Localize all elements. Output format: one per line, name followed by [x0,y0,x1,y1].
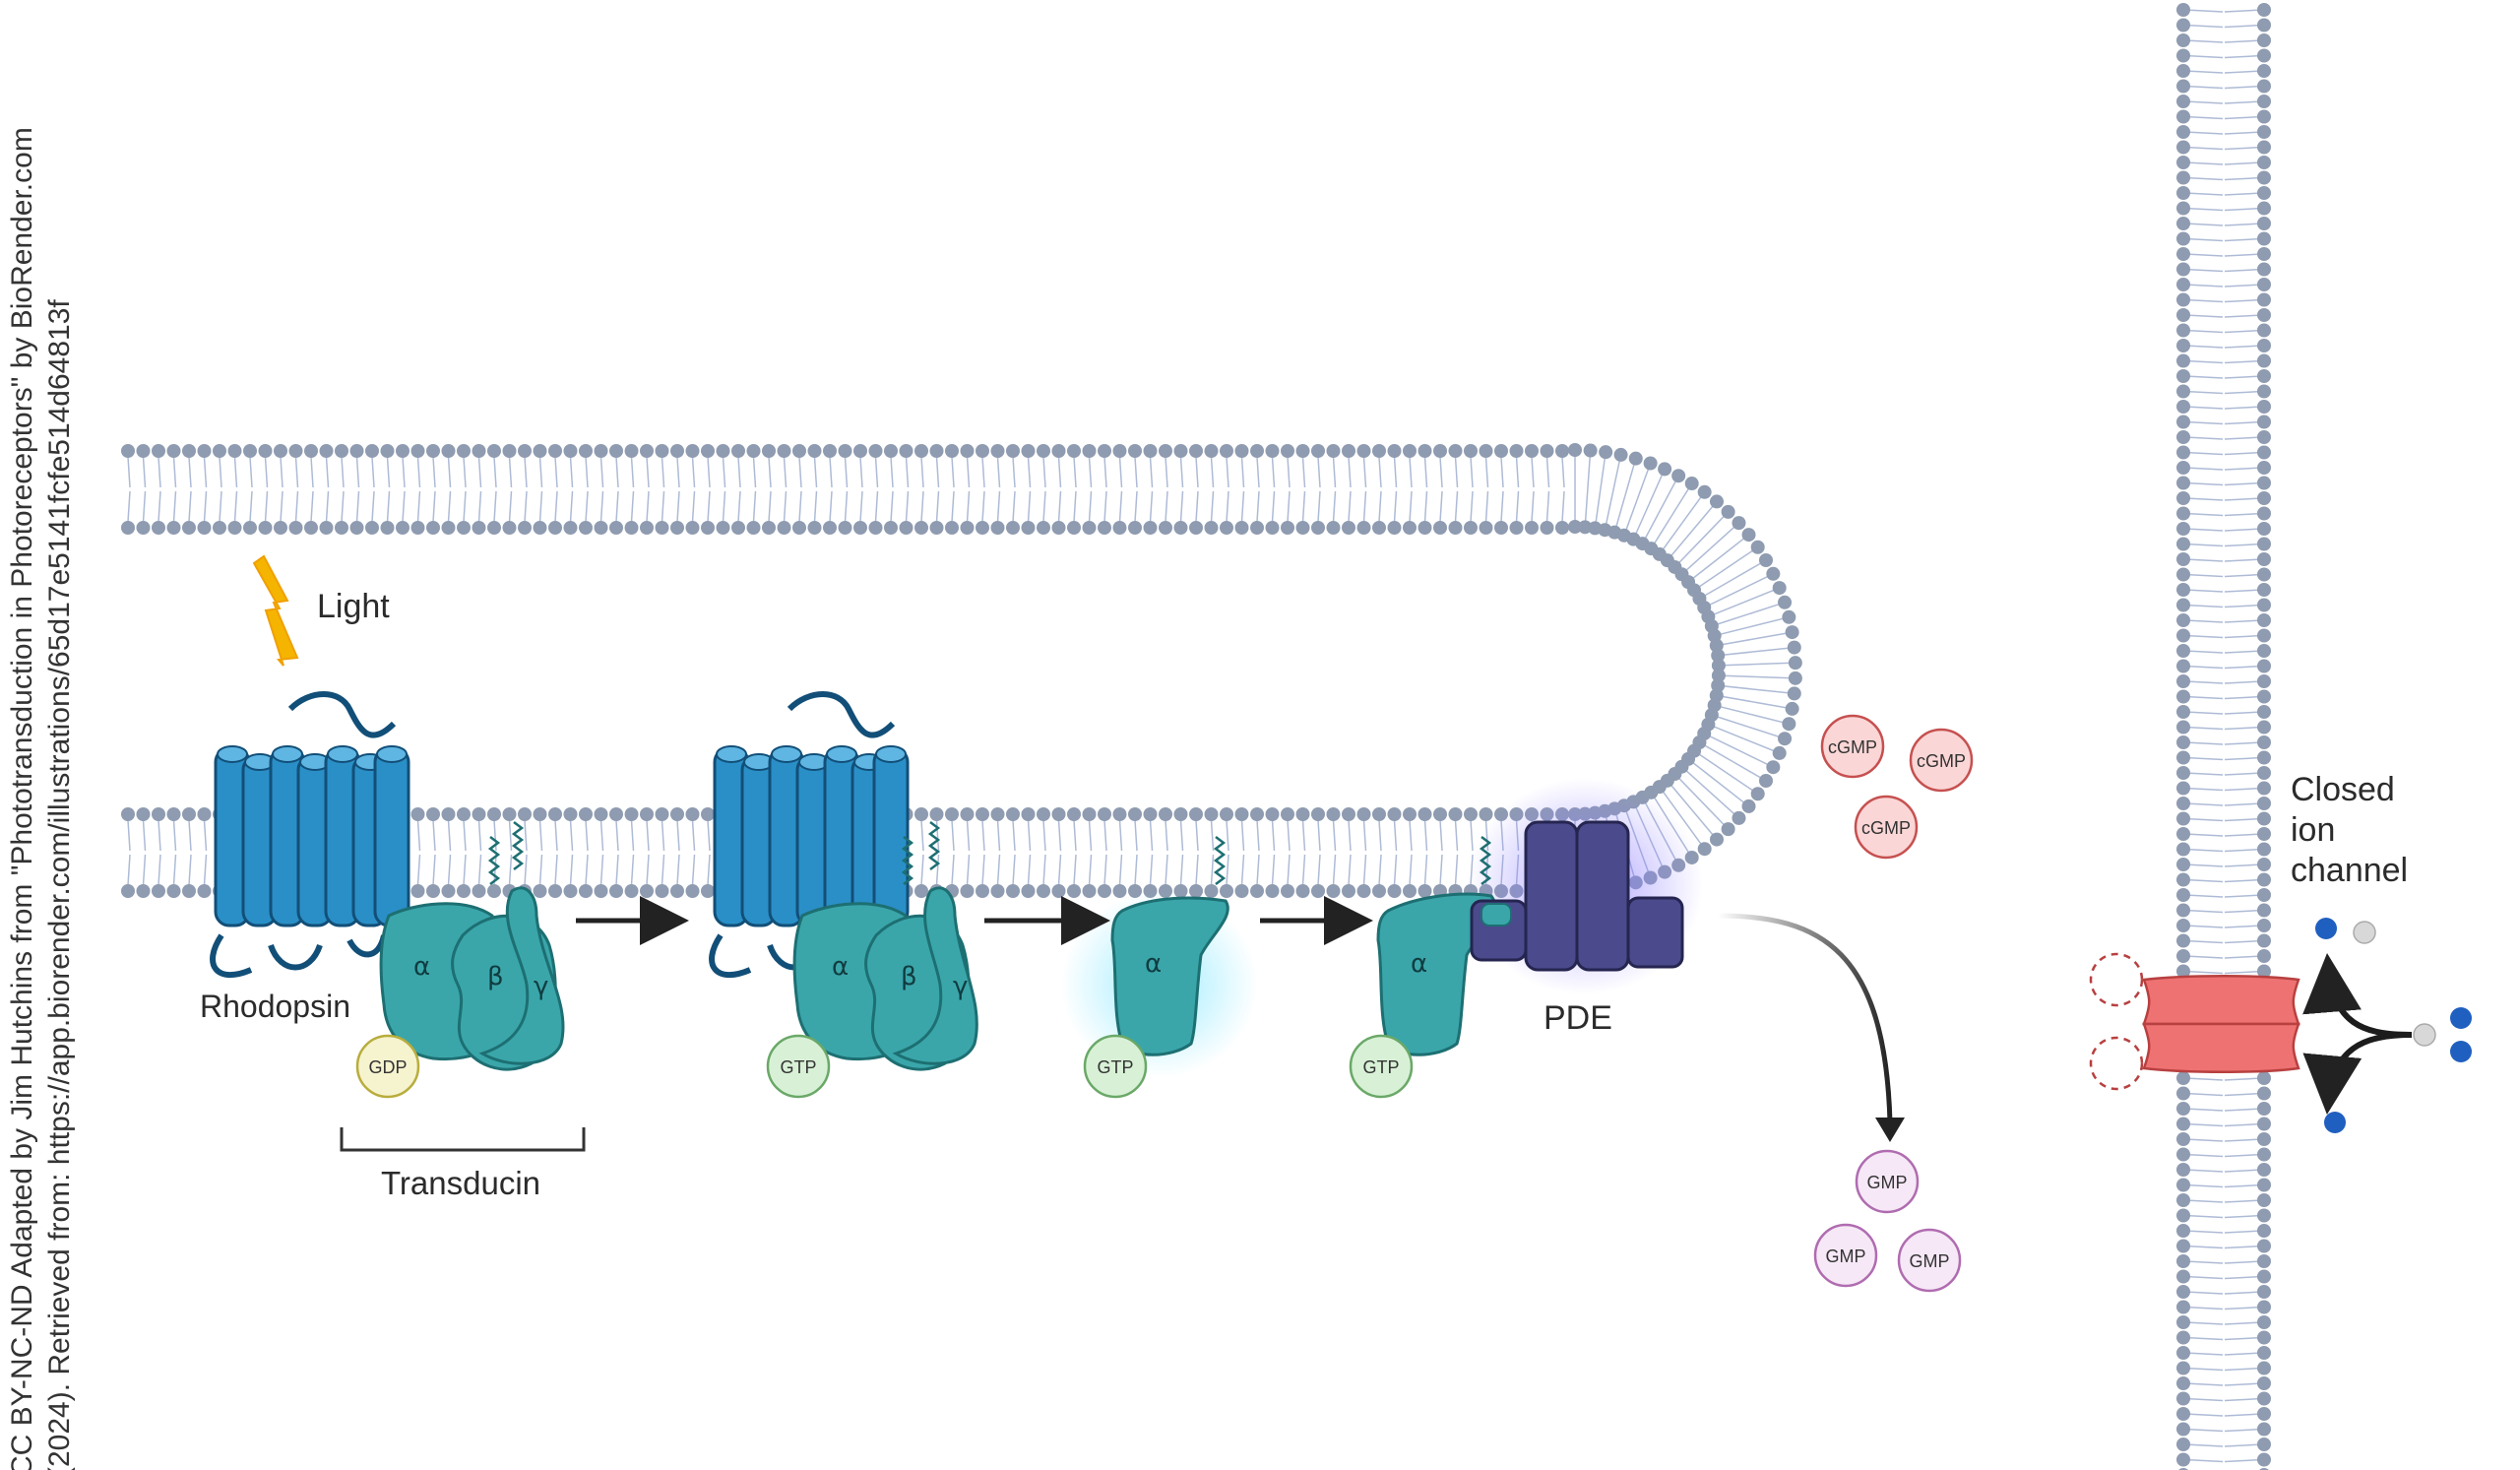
transducin-complex-gtp [792,821,978,1071]
transducin-alpha-pde-bound [1376,836,1497,1056]
beta-label: β [487,962,504,991]
ion-channel-icon [2089,952,2300,1091]
ion-channel-label-2: ion [2291,811,2335,849]
transducin-bracket [340,1127,586,1152]
gamma-label-2: γ [953,972,968,1001]
cgmp-icon [1820,714,1974,860]
gtp-label-3: GTP [1362,1057,1399,1077]
alpha-label-4: α [1411,949,1427,979]
transducin-complex [379,821,565,1071]
gdp-icon [355,1034,420,1099]
alpha-label-3: α [1145,949,1162,979]
ion-deflect-up-arrow [2302,953,2413,1038]
rhodopsin-icon [210,691,410,978]
cgmp-label-3: cGMP [1861,818,1911,838]
ion-channel-label-1: Closed [2291,771,2395,808]
gtp-label-2: GTP [1097,1057,1133,1077]
rhodopsin-active-icon [709,691,910,978]
gdp-label: GDP [368,1057,407,1077]
transducin-label: Transducin [381,1165,540,1201]
hydrolysis-arrow-head [1875,1118,1905,1142]
ion-icon [2315,918,2472,1133]
cgmp-label-1: cGMP [1828,737,1877,757]
pde-icon [1470,820,1684,972]
cgmp-label-2: cGMP [1917,751,1966,771]
gmp-label-3: GMP [1909,1251,1949,1271]
credit-line-1: CC BY-NC-ND Adapted by Jim Hutchins from… [6,127,38,1470]
alpha-label-2: α [832,952,849,982]
gmp-icon [1813,1149,1962,1293]
ion-channel-label-3: channel [2291,852,2408,889]
gmp-label-2: GMP [1825,1246,1865,1266]
transducin-alpha-active [1110,836,1229,1056]
gmp-label-1: GMP [1866,1173,1907,1192]
gtp-label-1: GTP [780,1057,816,1077]
plasma-membrane [2176,3,2271,1470]
gamma-label: γ [534,972,548,1001]
credit-line-2: (2024). Retrieved from: https://app.bior… [43,299,76,1470]
light-label: Light [317,588,390,625]
credit-text: CC BY-NC-ND Adapted by Jim Hutchins from… [6,127,76,1470]
beta-label-2: β [901,962,917,991]
hydrolysis-arrow [1717,913,1893,1123]
pde-label: PDE [1544,999,1612,1037]
gtp-icon [766,1034,1414,1099]
alpha-label: α [413,952,430,982]
rhodopsin-label: Rhodopsin [200,989,350,1024]
lightning-icon [252,554,299,667]
ion-deflect-down-arrow [2302,1032,2413,1115]
